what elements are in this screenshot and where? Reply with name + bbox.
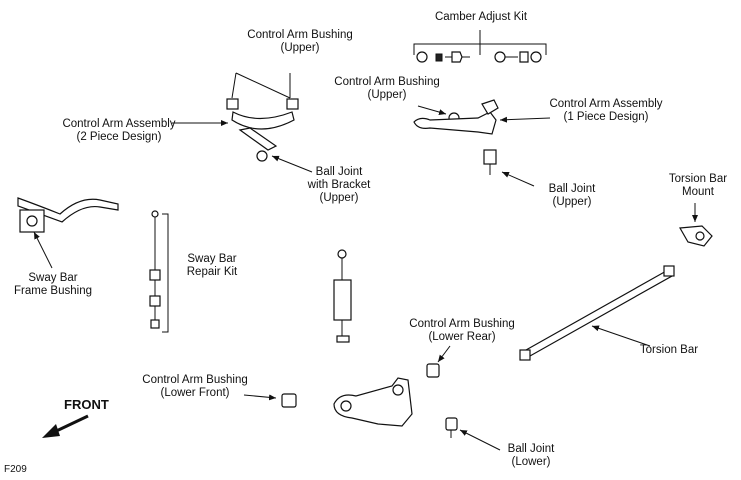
ball-joint-lower-label-line-2: (Lower) <box>511 456 551 468</box>
torsion-bar-part <box>519 265 675 361</box>
sway-bar-part <box>17 197 119 233</box>
control-arm-assembly-2-piece-label-line-2: (2 Piece Design) <box>76 131 162 143</box>
front-label: FRONT <box>64 397 109 412</box>
shock-absorber-part <box>333 249 352 343</box>
ball-joint-lower-label: Ball Joint(Lower) <box>508 443 555 469</box>
control-arm-bushing-upper-label-left-line-2: (Upper) <box>280 42 320 54</box>
torsion-bar-mount-label-line-2: Mount <box>682 186 714 198</box>
sway-bar-frame-bushing-label-line-2: Frame Bushing <box>14 285 92 297</box>
control-arm-bushing-lower-rear-label: Control Arm Bushing(Lower Rear) <box>409 318 514 344</box>
figure-id: F209 <box>4 464 27 475</box>
camber-adjust-kit-label: Camber Adjust Kit <box>435 11 527 24</box>
control-arm-assembly-1-piece-label-line-1: Control Arm Assembly <box>549 98 663 110</box>
control-arm-assembly-1-piece-label: Control Arm Assembly(1 Piece Design) <box>549 98 662 124</box>
control-arm-bushing-upper-label-right-line-2: (Upper) <box>367 89 407 101</box>
ball-joint-lower-label-line-1: Ball Joint <box>507 443 555 455</box>
control-arm-bushing-lower-front-label-line-1: Control Arm Bushing <box>142 374 248 386</box>
ball-joint-with-bracket-label-line-1: Ball Joint <box>315 166 363 178</box>
ball-joint-upper-label: Ball Joint(Upper) <box>549 183 596 209</box>
control-arm-bushing-upper-label-left: Control Arm Bushing(Upper) <box>247 29 352 55</box>
ball-joint-upper-label-line-1: Ball Joint <box>548 183 596 195</box>
control-arm-bushing-lower-front-label: Control Arm Bushing(Lower Front) <box>142 374 247 400</box>
control-arm-bushing-lower-rear-label-line-2: (Lower Rear) <box>428 331 496 343</box>
control-arm-assembly-1-piece-label-line-2: (1 Piece Design) <box>563 111 649 123</box>
control-arm-bushing-upper-label-left-line-1: Control Arm Bushing <box>247 29 353 41</box>
lower-control-arm-part <box>333 377 413 427</box>
ball-joint-upper-part <box>483 149 497 175</box>
torsion-bar-label: Torsion Bar <box>640 344 698 357</box>
camber-adjust-kit-label-line-1: Camber Adjust Kit <box>434 11 528 23</box>
ball-joint-with-bracket-label-line-2: with Bracket <box>307 179 371 191</box>
control-arm-assembly-2-piece-label-line-1: Control Arm Assembly <box>62 118 176 130</box>
camber-adjust-kit-bracket <box>413 30 547 55</box>
sway-bar-repair-kit-label-line-1: Sway Bar <box>187 253 237 265</box>
ball-joint-upper-label-line-2: (Upper) <box>552 196 592 208</box>
bushing-lower-front-part <box>281 393 297 408</box>
torsion-bar-label-line-1: Torsion Bar <box>639 344 699 356</box>
sway-bar-frame-bushing-label-line-1: Sway Bar <box>28 272 78 284</box>
control-arm-bushing-lower-front-label-line-2: (Lower Front) <box>160 387 230 399</box>
bushing-lower-rear-part <box>426 363 440 378</box>
ball-joint-with-bracket-label-line-3: (Upper) <box>319 192 359 204</box>
torsion-bar-mount-label-line-1: Torsion Bar <box>668 173 728 185</box>
control-arm-bushing-upper-label-right: Control Arm Bushing(Upper) <box>334 76 439 102</box>
front-direction-arrow <box>42 414 89 438</box>
control-arm-assembly-2-piece <box>226 72 299 162</box>
camber-adjust-kit-parts <box>416 51 542 63</box>
torsion-bar-mount-part <box>679 225 713 247</box>
control-arm-assembly-1-piece <box>413 99 499 135</box>
sway-bar-repair-kit-label-line-2: Repair Kit <box>186 266 238 278</box>
sway-bar-repair-kit-part <box>149 210 169 333</box>
control-arm-bushing-upper-label-right-line-1: Control Arm Bushing <box>334 76 440 88</box>
ball-joint-lower-part <box>445 417 458 438</box>
control-arm-bushing-lower-rear-label-line-1: Control Arm Bushing <box>409 318 515 330</box>
control-arm-assembly-2-piece-label: Control Arm Assembly(2 Piece Design) <box>62 118 175 144</box>
